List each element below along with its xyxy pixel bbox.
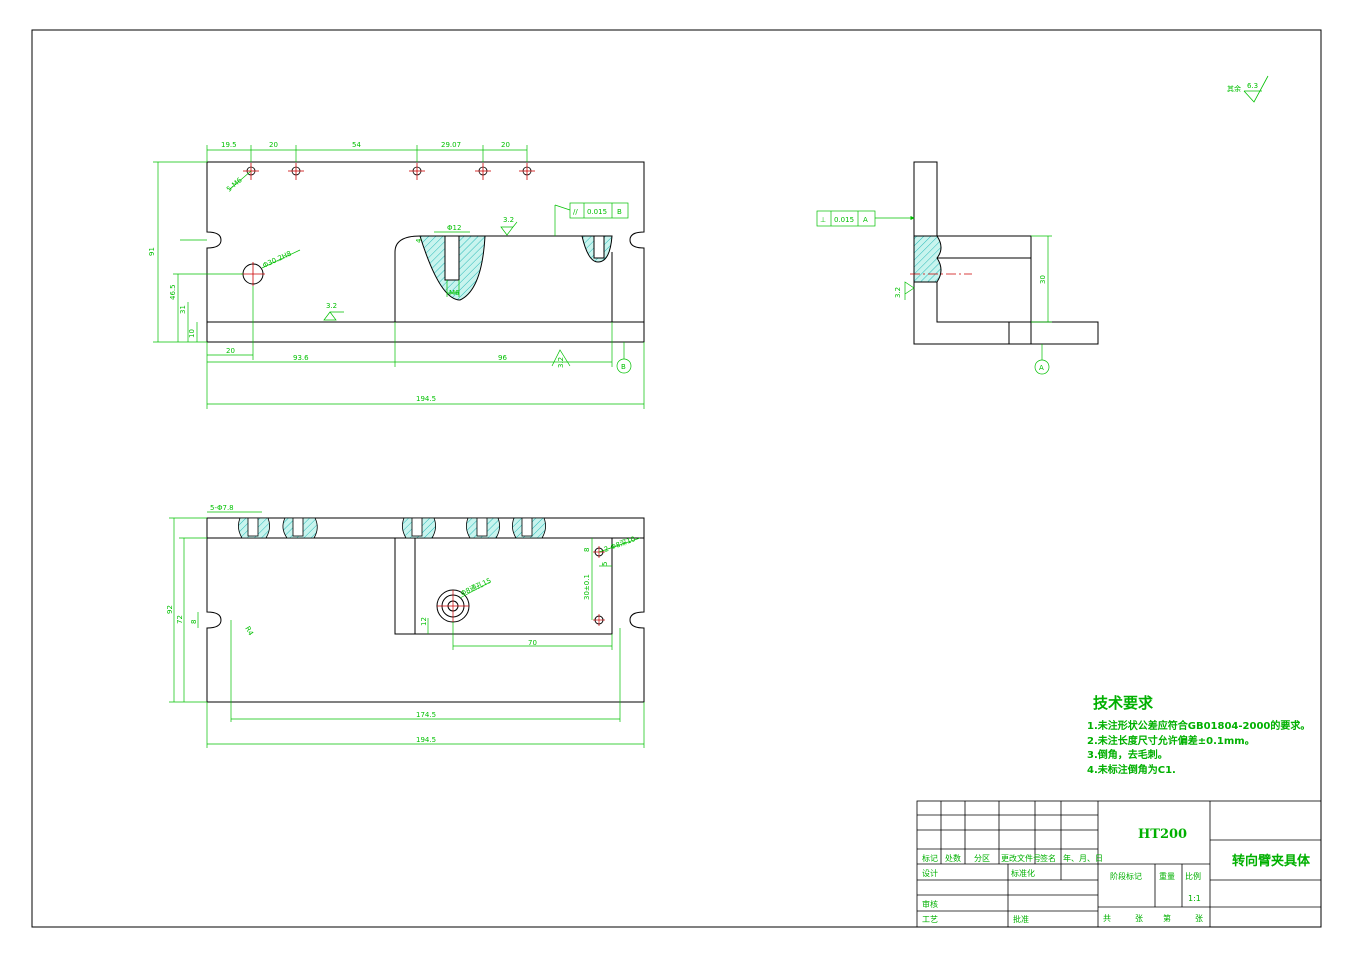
- top-dim-left-1: 92: [166, 605, 174, 614]
- front-view-holes: [241, 163, 535, 286]
- dim-top-5: 20: [501, 141, 510, 149]
- side-view-annotations: [816, 210, 1052, 375]
- top-overall-2: 194.5: [416, 736, 436, 744]
- parallel-datum: B: [617, 208, 622, 216]
- top-view: [206, 517, 645, 703]
- dim-bottom-2: 93.6: [293, 354, 309, 362]
- roughness-3: 3.2: [557, 357, 565, 368]
- dim-left-4: 10: [188, 329, 196, 338]
- tb-header: 标记: [922, 853, 938, 863]
- tech-req-title: 技术要求: [1093, 694, 1154, 712]
- tb-header: 处数: [945, 853, 961, 863]
- side-view: [913, 161, 1099, 345]
- tb-header: 分区: [974, 854, 990, 863]
- tb-sheets: 共: [1103, 914, 1111, 923]
- boss-note: Φ8通孔15: [459, 576, 493, 598]
- tb-part-name: 转向臂夹具体: [1232, 853, 1311, 869]
- small-dim: 4: [415, 238, 423, 243]
- tb-sheets: 张: [1135, 914, 1143, 923]
- tb-design: 设计: [922, 868, 938, 878]
- side-height-dim: 30: [1039, 275, 1047, 284]
- tech-req-item: 2.未注长度尺寸允许偏差±0.1mm。: [1087, 734, 1255, 747]
- tb-review: 审核: [922, 899, 938, 909]
- parallel-value: 0.015: [587, 208, 607, 216]
- top-view-labels: 5-Φ7.8 92 72 8 R4 Φ8通孔15 2-Φ8深10 8 30±0.…: [166, 504, 637, 744]
- tb-header: 签名: [1040, 853, 1056, 863]
- side-view-labels: ⊥ 0.015 A 3.2 30 A: [820, 216, 1047, 372]
- dim-left-3: 31: [179, 305, 187, 314]
- right-dim-2: 30±0.1: [583, 574, 591, 600]
- right-dim-3: 5: [601, 562, 609, 566]
- top-overall-1: 174.5: [416, 711, 436, 719]
- title-block: [916, 800, 1322, 928]
- tb-scale-label: 比例: [1185, 871, 1201, 881]
- top-view-sections: [238, 517, 546, 539]
- dim-top-3: 54: [352, 141, 361, 149]
- dim-bottom-1: 20: [226, 347, 235, 355]
- radius-note: R4: [243, 625, 255, 638]
- dim-top-2: 20: [269, 141, 278, 149]
- inner-dim-2: 70: [528, 639, 537, 647]
- parallel-symbol: //: [573, 208, 578, 216]
- perp-datum: A: [863, 216, 868, 224]
- drawing-frame: [31, 29, 1322, 928]
- perp-value: 0.015: [834, 216, 854, 224]
- right-dim-1: 8: [583, 548, 591, 552]
- dim-left-2: 46.5: [169, 284, 177, 300]
- surface-note: 其余 6.3: [1227, 75, 1269, 103]
- tb-header: 年、月、日: [1063, 853, 1103, 863]
- tb-stage-mark: 阶段标记: [1110, 871, 1142, 881]
- surface-note-value: 6.3: [1247, 82, 1258, 90]
- tb-process: 工艺: [922, 915, 938, 924]
- tech-req-item: 3.倒角，去毛刺。: [1087, 748, 1168, 761]
- technical-requirements: 技术要求 1.未注形状公差应符合GB01804-2000的要求。 2.未注长度尺…: [1087, 694, 1310, 776]
- title-block-labels: 标记 处数 分区 更改文件号 签名 年、月、日 设计 标准化 审核 工艺 批准 …: [922, 827, 1311, 924]
- dim-top-1: 19.5: [221, 141, 237, 149]
- top-dim-left-2: 72: [176, 615, 184, 624]
- dim-overall: 194.5: [416, 395, 436, 403]
- roughness-1: 3.2: [326, 302, 337, 310]
- inner-dim-1: 12: [420, 617, 428, 626]
- tb-sheets: 第: [1163, 913, 1171, 923]
- round-hole-note: Φ30.2H8: [261, 250, 292, 270]
- top-view-dimension-lines: [169, 511, 645, 748]
- roughness-2: 3.2: [503, 216, 514, 224]
- perp-symbol: ⊥: [820, 216, 826, 224]
- datum-a: A: [1039, 364, 1044, 372]
- front-view-dimension-lines: [153, 145, 645, 409]
- right-hole-note: 2-Φ8深10: [603, 534, 637, 554]
- tb-standardize: 标准化: [1011, 868, 1035, 878]
- dim-bottom-3: 96: [498, 354, 507, 362]
- tech-req-item: 4.未标注倒角为C1.: [1087, 763, 1176, 776]
- front-view-labels: 19.5 20 54 29.07 20 5-M6 Φ12 M6 Φ30.2H8 …: [148, 141, 626, 403]
- surface-note-label: 其余: [1227, 84, 1241, 93]
- tb-material: HT200: [1138, 827, 1187, 842]
- dim-left-1: 91: [148, 247, 156, 256]
- tech-req-item: 1.未注形状公差应符合GB01804-2000的要求。: [1087, 719, 1310, 732]
- tb-scale: 1:1: [1188, 894, 1201, 903]
- hole-note: 5-M6: [225, 176, 244, 194]
- datum-b: B: [621, 363, 626, 371]
- tb-header: 更改文件号: [1001, 853, 1041, 863]
- dim-top-4: 29.07: [441, 141, 461, 149]
- counterbore-note: M6: [449, 289, 460, 297]
- top-hole-note: 5-Φ7.8: [210, 504, 234, 512]
- front-view: [206, 161, 645, 343]
- tb-weight: 重量: [1159, 871, 1175, 881]
- tb-approve: 批准: [1013, 914, 1029, 924]
- top-dim-left-3: 8: [190, 620, 198, 624]
- tb-sheets: 张: [1195, 914, 1203, 923]
- side-roughness: 3.2: [894, 287, 902, 298]
- top-view-centerlines: [437, 546, 605, 626]
- small-hole-note: Φ12: [447, 224, 461, 232]
